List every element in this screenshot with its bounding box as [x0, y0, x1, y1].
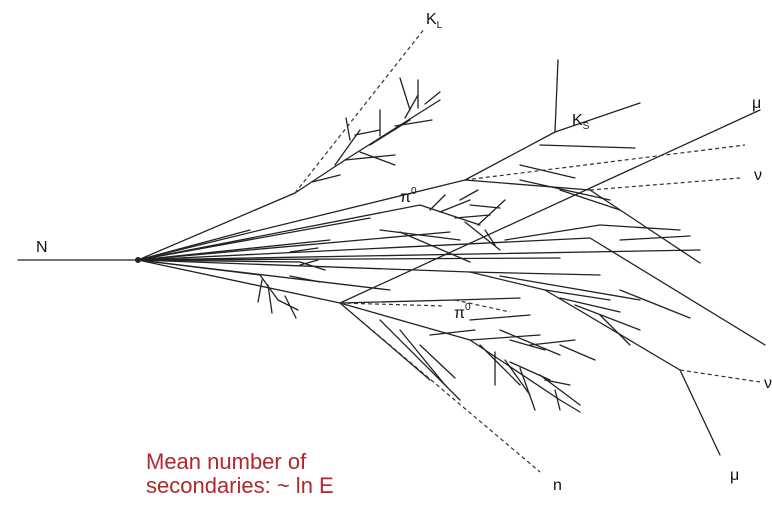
pi0-lower-track — [340, 303, 445, 306]
lower-cascade — [340, 298, 595, 412]
caption-line-1: Mean number of — [146, 450, 334, 474]
label-KL: KL — [426, 11, 443, 31]
label-pi0-upper: π0 — [400, 186, 417, 206]
ks-branch — [465, 60, 700, 263]
label-mu-top: μ — [752, 95, 761, 112]
neutrino-track-right-2 — [590, 178, 740, 190]
kl-track — [295, 28, 425, 193]
neutrino-track-right — [465, 145, 745, 180]
label-nu-bottom-right: ν — [764, 375, 772, 392]
label-nu-right: ν — [754, 167, 762, 184]
caption-line-2: secondaries: ~ ln E — [146, 474, 334, 498]
label-mu-bottom: μ — [730, 467, 739, 484]
caption: Mean number of secondaries: ~ ln E — [146, 450, 334, 498]
label-N: N — [36, 239, 48, 256]
label-pi0-lower: π0 — [454, 302, 471, 322]
interaction-vertex — [135, 257, 141, 263]
neutrino-track-bottom-right — [680, 370, 760, 382]
label-KS: KS — [572, 112, 590, 132]
lower-left-cascade — [258, 248, 325, 318]
primary-fan — [138, 180, 700, 303]
label-n: n — [553, 477, 562, 494]
upper-cascade — [295, 78, 440, 193]
